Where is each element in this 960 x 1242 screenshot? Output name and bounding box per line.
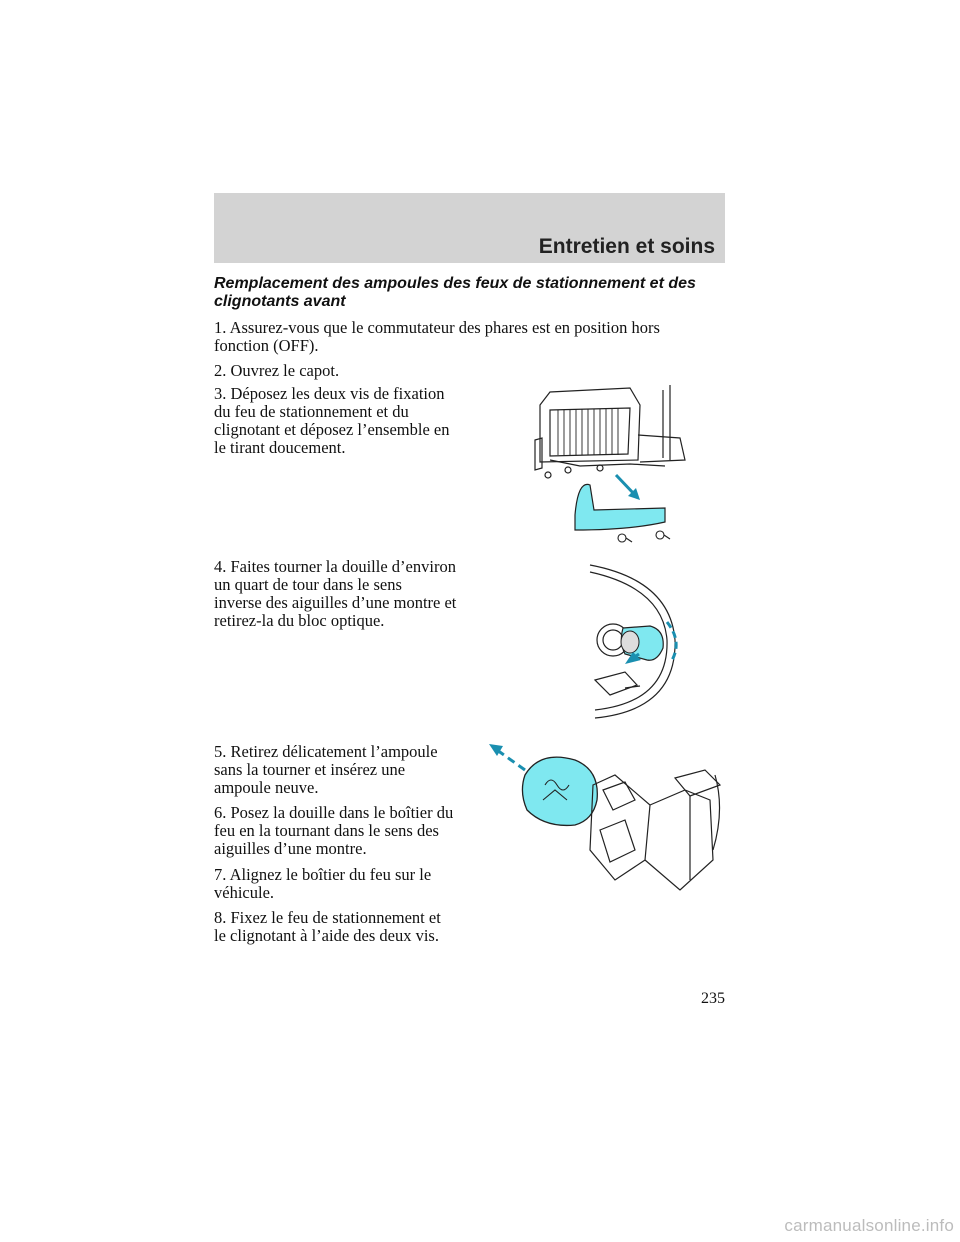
step-6-line-1: 6. Posez la douille dans le boîtier du [214,803,454,822]
page-header-title: Entretien et soins [538,235,715,258]
step-4-line-1: 4. Faites tourner la douille d’environ [214,557,456,576]
bulb-pull-arrow-head [489,744,503,756]
step-6-line-3: aiguilles d’une montre. [214,839,367,858]
step-7-line-2: véhicule. [214,883,275,902]
section-title-line-2: clignotants avant [214,293,346,310]
bulb-socket-body [589,769,722,891]
step-1-line-1: 1. Assurez-vous que le commutateur des p… [214,318,660,337]
step-6: 6. Posez la douille dans le boîtier du f… [214,804,453,858]
step-8: 8. Fixez le feu de stationnement et le c… [214,909,441,945]
step-3-line-4: le tirant doucement. [214,438,346,457]
step-3-line-3: clignotant et déposez l’ensemble en [214,420,450,439]
headlamp-housing [539,387,641,463]
step-5: 5. Retirez délicatement l’ampoule sans l… [214,743,438,797]
footer-watermark-url[interactable]: carmanualsonline.info [784,1216,954,1235]
retaining-screws [617,530,671,543]
step-2-line-1: 2. Ouvrez le capot. [214,361,340,380]
step-6-line-2: feu en la tournant dans le sens des [214,821,439,840]
removal-arrow-head [628,488,640,500]
bulb-glass [521,756,598,827]
step-7-line-1: 7. Alignez le boîtier du feu sur le [214,865,432,884]
removal-arrow-line [614,473,637,497]
lamp-assembly-removal-illustration [534,385,686,543]
step-7: 7. Alignez le boîtier du feu sur le véhi… [214,866,431,902]
step-2: 2. Ouvrez le capot. [214,362,339,380]
step-1: 1. Assurez-vous que le commutateur des p… [214,319,660,355]
rotation-arrow-head [625,652,641,664]
step-3-line-1: 3. Déposez les deux vis de fixation [214,384,445,403]
bulb-pull-arrow-line [496,748,526,772]
lamp-housing-outline [589,564,676,719]
step-5-line-1: 5. Retirez délicatement l’ampoule [214,742,438,761]
rotation-direction-arrow [665,621,678,663]
bulb-replacement-illustration [489,744,722,891]
section-title-line-1: Remplacement des ampoules des feux de st… [214,275,696,292]
header-band: Entretien et soins [214,193,725,263]
step-4-line-2: un quart de tour dans le sens [214,575,402,594]
page-number: 235 [701,990,725,1007]
step-5-line-2: sans la tourner et insérez une [214,760,406,779]
step-4-line-4: retirez-la du bloc optique. [214,611,385,630]
mounting-bracket [593,671,639,696]
step-1-line-2: fonction (OFF). [214,336,319,355]
step-5-line-3: ampoule neuve. [214,778,319,797]
step-4: 4. Faites tourner la douille d’environ u… [214,558,456,630]
step-8-line-1: 8. Fixez le feu de stationnement et [214,908,441,927]
socket-rotation-illustration [589,564,678,719]
step-3-line-2: du feu de stationnement et du [214,402,409,421]
section-title: Remplacement des ampoules des feux de st… [214,275,724,311]
step-8-line-2: le clignotant à l’aide des deux vis. [214,926,439,945]
step-4-line-3: inverse des aiguilles d’une montre et [214,593,457,612]
bulb-filament [542,779,570,801]
step-3: 3. Déposez les deux vis de fixation du f… [214,385,450,457]
parking-lamp-lens [574,483,666,531]
